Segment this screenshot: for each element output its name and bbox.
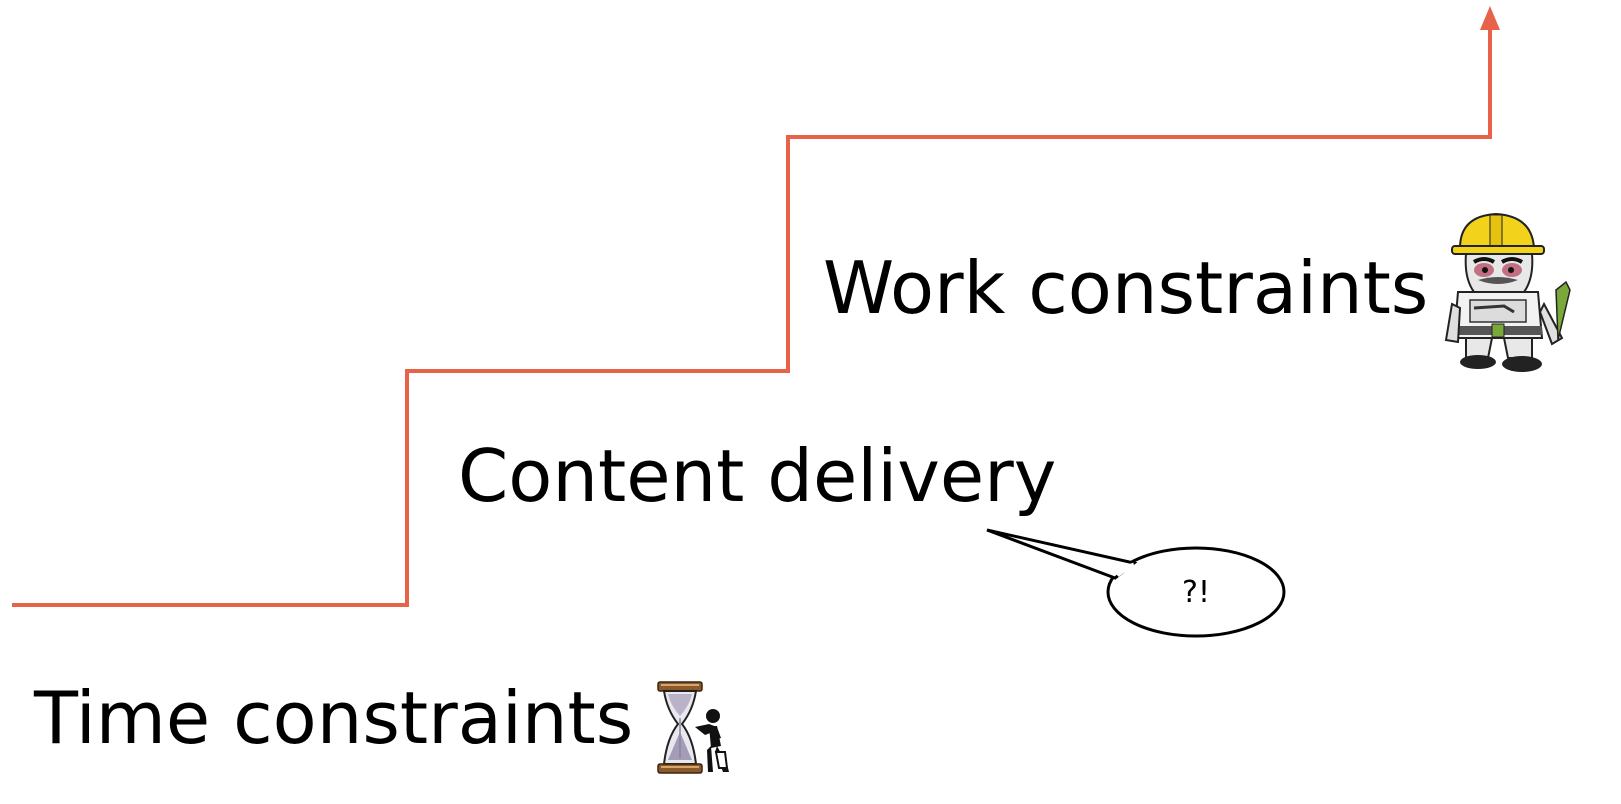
- time-constraints-label: Time constraints: [34, 676, 634, 760]
- speech-bubble-text: ?!: [1182, 574, 1210, 610]
- work-constraints-label: Work constraints: [823, 246, 1429, 330]
- speech-bubble: [986, 528, 1286, 638]
- staircase-line: [12, 28, 1492, 607]
- construction-worker-icon: [1444, 212, 1571, 372]
- speech-bubble-body: [1106, 546, 1286, 638]
- staircase-arrowhead: [1480, 6, 1500, 30]
- content-delivery-label: Content delivery: [458, 434, 1057, 518]
- hourglass-figure-icon: [657, 681, 729, 774]
